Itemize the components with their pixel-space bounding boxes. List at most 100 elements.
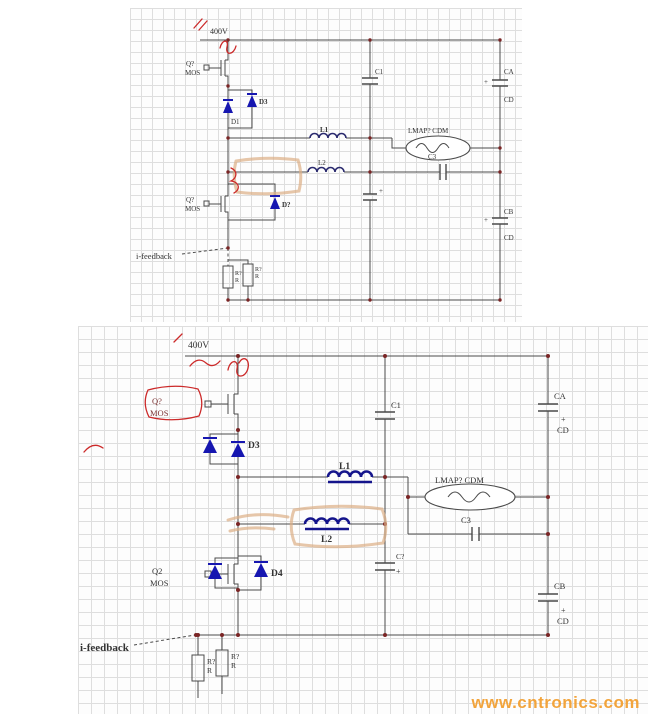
top-junction-dots [226,38,502,302]
q1-type-label: MOS [150,408,169,418]
diode-d4 [270,197,280,209]
q1-ref-label: Q? [152,396,162,406]
cd-label: CD [557,425,569,435]
lamp-filament-wave [415,143,450,153]
feedback-label: i-feedback [136,251,173,261]
junction-dot [368,136,372,140]
r2-val-label: R [255,274,259,280]
top-circuit-drawing: 400V Q? MOS D1 D3 L1 L2 C1 LMAP? CDM C3 … [136,18,514,302]
diode-d4-left [208,565,222,579]
junction-dot [368,38,372,42]
top-circuit-panel: 400V Q? MOS D1 D3 L1 L2 C1 LMAP? CDM C3 … [130,8,522,322]
cb-label: CB [504,208,514,216]
junction-dot [226,84,230,88]
diode-d3 [247,95,257,107]
bottom-wires [185,355,549,698]
top-diode-bars [223,93,280,197]
top-resistors [222,263,254,289]
junction-dot [546,354,550,358]
junction-dot [383,633,387,637]
diode-d3-right [231,443,245,457]
d4-label: D? [282,201,291,209]
top-gate-terminals [203,64,210,207]
l1-label: L1 [320,126,329,134]
junction-dot [368,170,372,174]
r1-ref-label: R? [207,657,216,666]
junction-dot [498,298,502,302]
ca-label: CA [504,68,514,76]
q1-ref-label: Q? [186,60,194,68]
r1-val-label: R [235,278,239,284]
bottom-resistors [191,649,229,682]
l2-label: L2 [318,159,326,167]
c1-label: C1 [391,400,401,410]
bottom-inductors [303,470,374,531]
supply-label: 400V [188,341,209,351]
r1-ref-label: R? [235,271,242,277]
plus-sign: + [396,567,401,576]
junction-dot [226,38,230,42]
ca-label: CA [554,391,567,401]
junction-dot [226,136,230,140]
bottom-feedback-line [133,634,196,646]
plus-sign: + [561,415,566,424]
plus-sign: + [484,78,488,86]
q2-type-label: MOS [150,578,169,588]
diode-d3-left [203,439,217,453]
bottom-gate-terminals [204,400,212,578]
d4-label: D4 [271,569,283,579]
supply-label: 400V [210,27,228,36]
red-annotation [83,333,249,453]
r2-ref-label: R? [255,267,262,273]
junction-dot [236,354,240,358]
lamp-label: LMAP? CDM [408,127,449,135]
junction-dot [498,146,502,150]
tan-highlight [232,156,303,196]
top-wires [200,39,501,301]
r1-val-label: R [207,666,212,675]
watermark: www.cntronics.com [471,693,640,712]
junction-dot [368,298,372,302]
plus-sign: + [379,187,383,195]
junction-dot [406,495,410,499]
junction-dot [546,495,550,499]
junction-dot [236,588,240,592]
d3-label: D3 [248,441,260,451]
lamp-symbol [424,483,516,511]
tan-highlight [226,504,388,549]
junction-dot [196,633,200,637]
junction-dot [246,298,250,302]
l2-label: L2 [321,535,332,545]
diode-d4-right [254,563,268,577]
r2-val-label: R [231,661,236,670]
bottom-diode-bars [203,437,268,565]
junction-dot [220,633,224,637]
cd-label: CD [504,234,514,242]
top-feedback-line [181,247,229,266]
cd-label: CD [557,616,569,626]
top-capacitor-plates [362,77,508,225]
d1-label: D1 [231,118,240,126]
plus-sign: + [484,216,488,224]
r2-ref-label: R? [231,652,240,661]
l1-label: L1 [339,462,350,472]
plus-sign: + [561,606,566,615]
junction-dot [498,170,502,174]
d3-label: D3 [259,98,268,106]
q2-ref-label: Q? [186,196,194,204]
lamp-filament-wave [447,491,491,503]
feedback-label: i-feedback [80,642,130,654]
junction-dot [236,475,240,479]
bottom-circuit-drawing: 400V Q? MOS D3 L1 C1 LMAP? CDM C3 L2 C? … [80,333,569,698]
junction-dot [383,475,387,479]
junction-dot [546,532,550,536]
junction-dot [498,38,502,42]
junction-dot [236,428,240,432]
junction-dot [546,633,550,637]
c2-label: C? [396,552,405,561]
junction-dot [226,170,230,174]
q2-type-label: MOS [185,205,200,213]
cb-label: CB [554,581,566,591]
junction-dot [383,354,387,358]
